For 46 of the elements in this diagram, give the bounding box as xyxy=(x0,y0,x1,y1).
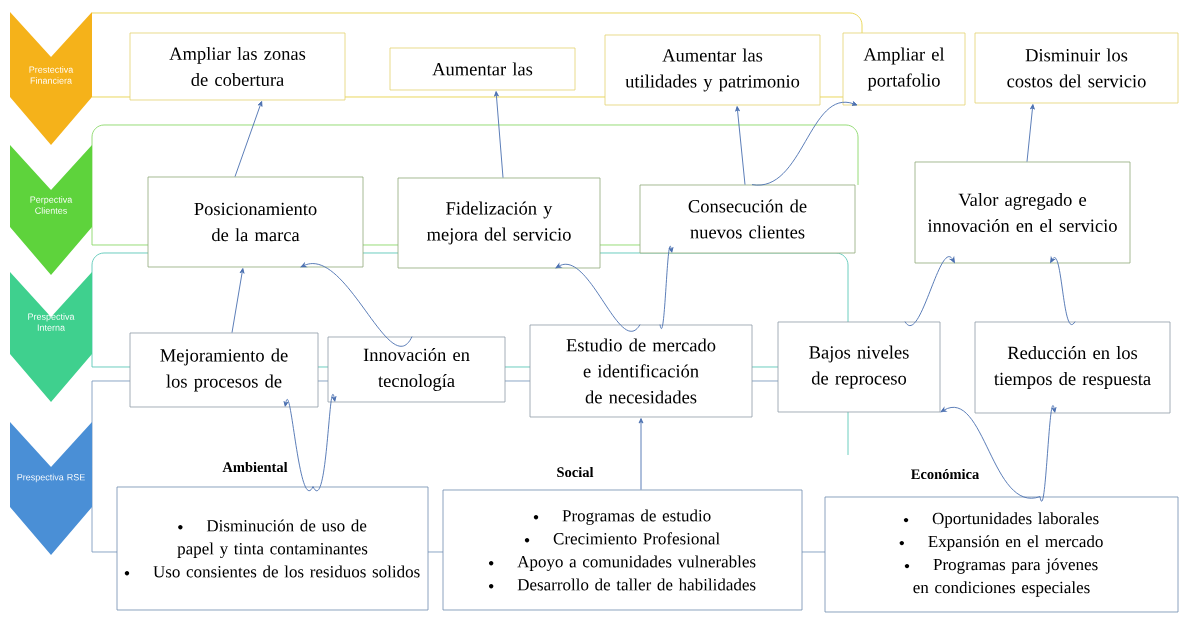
arrow xyxy=(494,91,504,179)
process-box: Disminuir los costos del servicio xyxy=(974,32,1179,104)
arrow xyxy=(1026,104,1035,163)
arrow xyxy=(940,406,1041,499)
arrow xyxy=(751,101,858,186)
arrow xyxy=(555,263,641,332)
process-box: Ampliar las zonas de cobertura xyxy=(129,32,346,101)
arrow xyxy=(300,262,413,347)
section-heading: Económica xyxy=(911,468,979,480)
bullet-item: Expansión en el mercado xyxy=(899,535,1103,551)
process-box: Ampliar el portafolio xyxy=(842,32,966,106)
process-box: Valor agregado e innovación en el servicio xyxy=(914,161,1131,264)
bullet-item: Programas para jóvenes en condiciones especiales xyxy=(904,558,1098,597)
section-heading: Social xyxy=(557,466,594,478)
process-box: Posicionamiento de la marca xyxy=(147,176,364,268)
section-heading: Ambiental xyxy=(222,461,288,473)
process-box: Aumentar las utilidades y patrimonio xyxy=(604,34,821,106)
bullet-item: Desarrollo de taller de habilidades xyxy=(489,578,756,591)
process-box: Mejoramiento de los procesos de xyxy=(129,332,319,408)
perspective-banner: Prestectiva Financiera xyxy=(10,12,92,145)
perspective-banner: Prespectiva RSE xyxy=(10,422,92,555)
arrow xyxy=(659,245,674,329)
arrow xyxy=(231,268,245,334)
bullet-item: Oportunidades laborales xyxy=(903,512,1099,528)
perspective-banner: Prespectiva Interna xyxy=(10,272,92,402)
arrow xyxy=(1039,405,1057,502)
arrow xyxy=(735,106,746,186)
bullet-item: Uso consientes de los residuos solidos xyxy=(124,565,420,578)
arrow xyxy=(312,393,337,492)
arrow xyxy=(638,418,644,491)
process-box: Estudio de mercado e identificación de necesidades xyxy=(529,324,753,418)
bullet-item: Disminución de uso de papel y tinta contaminantes xyxy=(177,519,368,558)
process-box: Aumentar las xyxy=(389,47,576,91)
arrow xyxy=(904,256,955,326)
arrow xyxy=(1050,257,1076,325)
process-box: Innovación en tecnología xyxy=(327,336,506,403)
arrow xyxy=(234,101,263,178)
process-box: Reducción en los tiempos de respuesta xyxy=(974,321,1171,414)
bullet-item: Programas de estudio xyxy=(533,509,711,525)
process-box: Consecución de nuevos clientes xyxy=(639,184,856,254)
bullet-item: Crecimiento Profesional xyxy=(524,532,720,545)
arrow xyxy=(283,398,314,492)
bullet-item: Apoyo a comunidades vulnerables xyxy=(488,555,756,571)
process-box: Bajos niveles de reproceso xyxy=(777,321,941,413)
process-box: Fidelización y mejora del servicio xyxy=(397,177,601,269)
perspective-banner: Perpectiva Clientes xyxy=(10,145,92,275)
